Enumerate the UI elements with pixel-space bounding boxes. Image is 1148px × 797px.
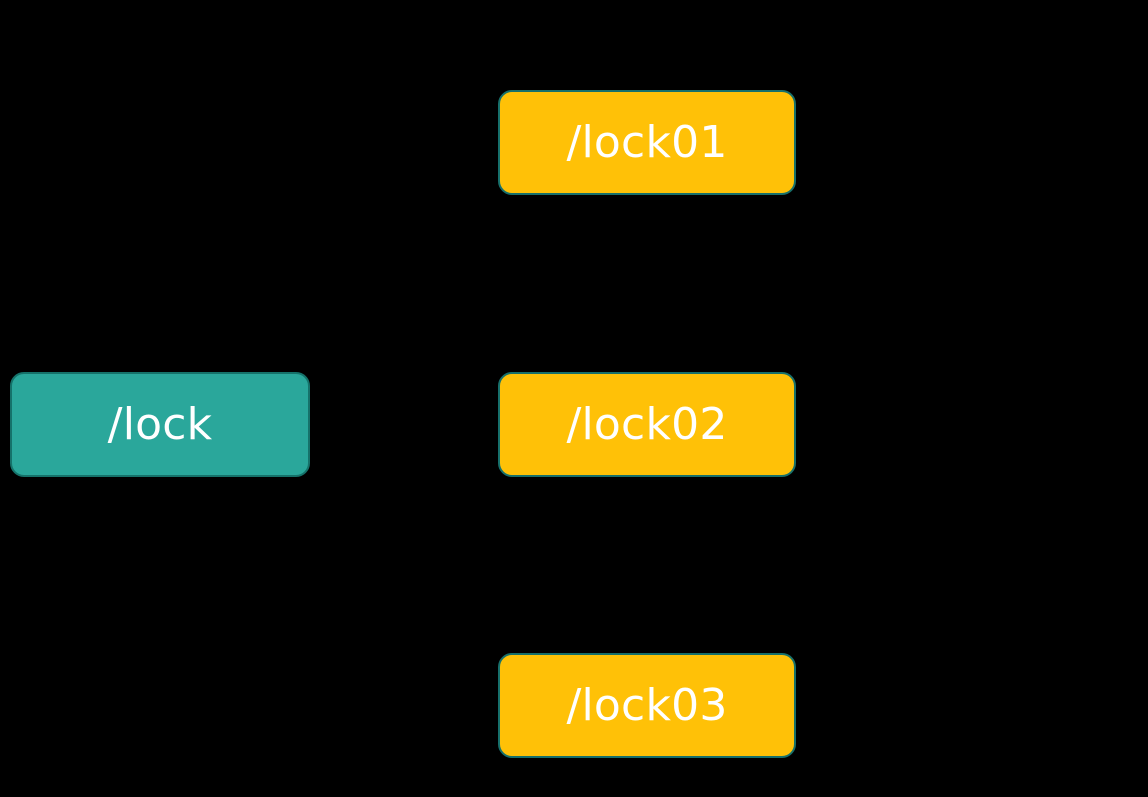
node-lock01[interactable]: /lock01 [498, 90, 796, 195]
node-lock03[interactable]: /lock03 [498, 653, 796, 758]
node-lock02[interactable]: /lock02 [498, 372, 796, 477]
node-label-lock-root: /lock [107, 398, 213, 450]
node-lock-root[interactable]: /lock [10, 372, 310, 477]
node-label-lock02: /lock02 [566, 398, 728, 450]
node-label-lock03: /lock03 [566, 679, 728, 731]
edge-root-lock03 [158, 477, 495, 709]
node-label-lock01: /lock01 [566, 116, 728, 168]
edge-root-lock01 [158, 138, 495, 372]
